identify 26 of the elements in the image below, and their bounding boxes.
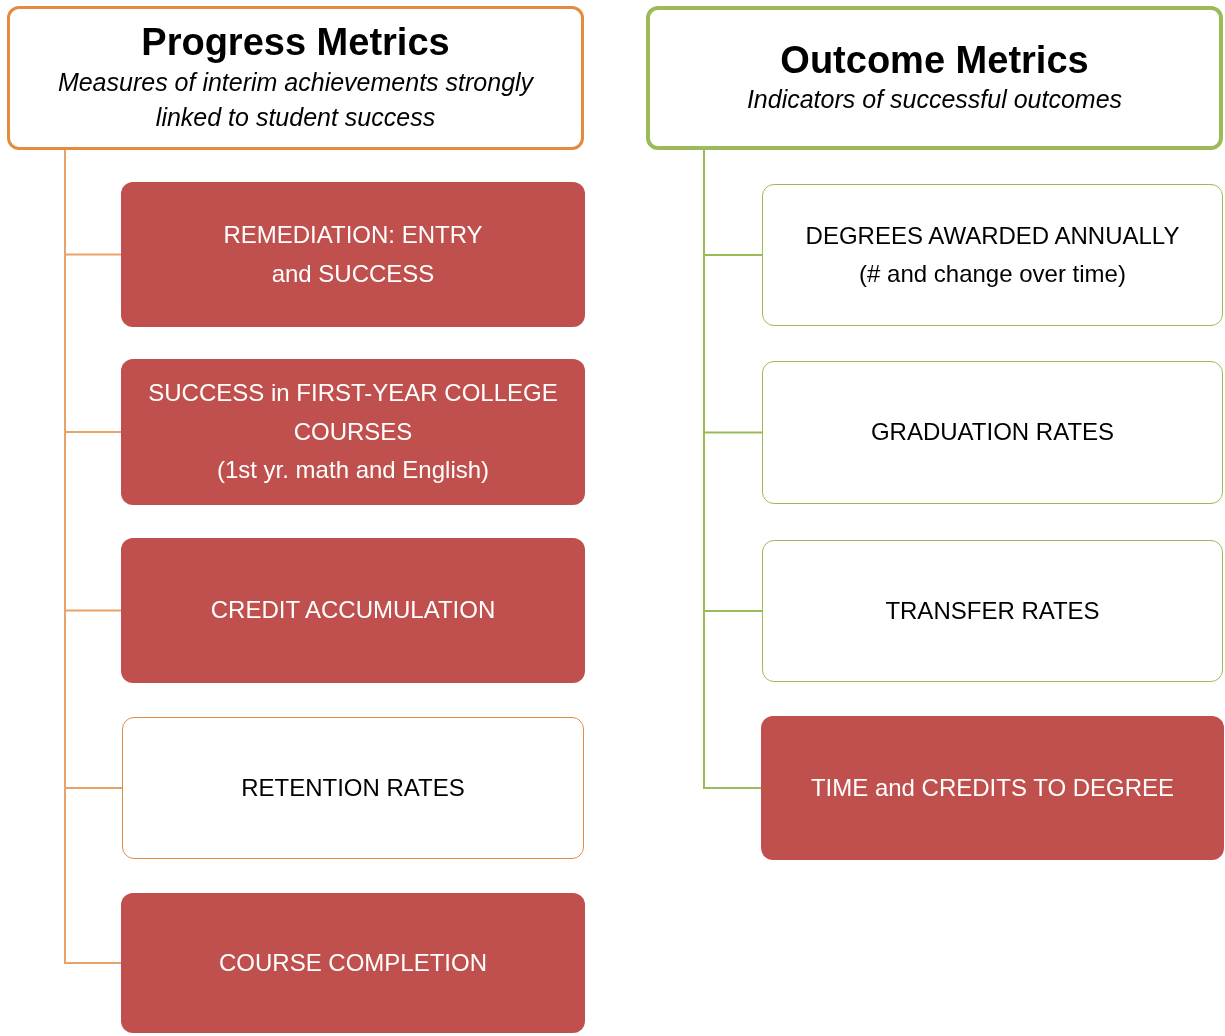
metric-label: SUCCESS in FIRST-YEAR COLLEGE COURSES bbox=[147, 378, 559, 447]
metric-box bbox=[762, 361, 1223, 504]
header-subtitle: Indicators of successful outcomes bbox=[746, 84, 1123, 116]
header-title: Outcome Metrics bbox=[780, 38, 1089, 83]
metric-box bbox=[762, 184, 1223, 326]
highlighted-metric-box bbox=[121, 893, 585, 1033]
header-box bbox=[646, 6, 1223, 150]
metric-label: DEGREES AWARDED ANNUALLY bbox=[805, 220, 1180, 251]
highlighted-metric-box bbox=[761, 716, 1224, 860]
highlighted-metric-box bbox=[121, 538, 585, 683]
metric-label: (1st yr. math and English) bbox=[216, 455, 490, 486]
header-box bbox=[7, 6, 584, 150]
metric-label: REMEDIATION: ENTRY and SUCCESS bbox=[222, 220, 484, 289]
metric-box bbox=[762, 540, 1223, 682]
highlighted-metric-box bbox=[121, 182, 585, 327]
metric-label: RETENTION RATES bbox=[241, 772, 465, 803]
metric-label: TRANSFER RATES bbox=[885, 595, 1100, 626]
metric-label: TIME and CREDITS TO DEGREE bbox=[810, 772, 1175, 803]
metric-label: COURSE COMPLETION bbox=[219, 947, 487, 978]
metric-box bbox=[122, 717, 584, 859]
metric-label: (# and change over time) bbox=[859, 259, 1126, 289]
metric-label: CREDIT ACCUMULATION bbox=[210, 595, 496, 626]
header-subtitle: Measures of interim achievements strongly linked to student success bbox=[56, 66, 535, 133]
highlighted-metric-box bbox=[121, 359, 585, 505]
header-title: Progress Metrics bbox=[141, 21, 450, 65]
metric-label: GRADUATION RATES bbox=[870, 417, 1115, 448]
